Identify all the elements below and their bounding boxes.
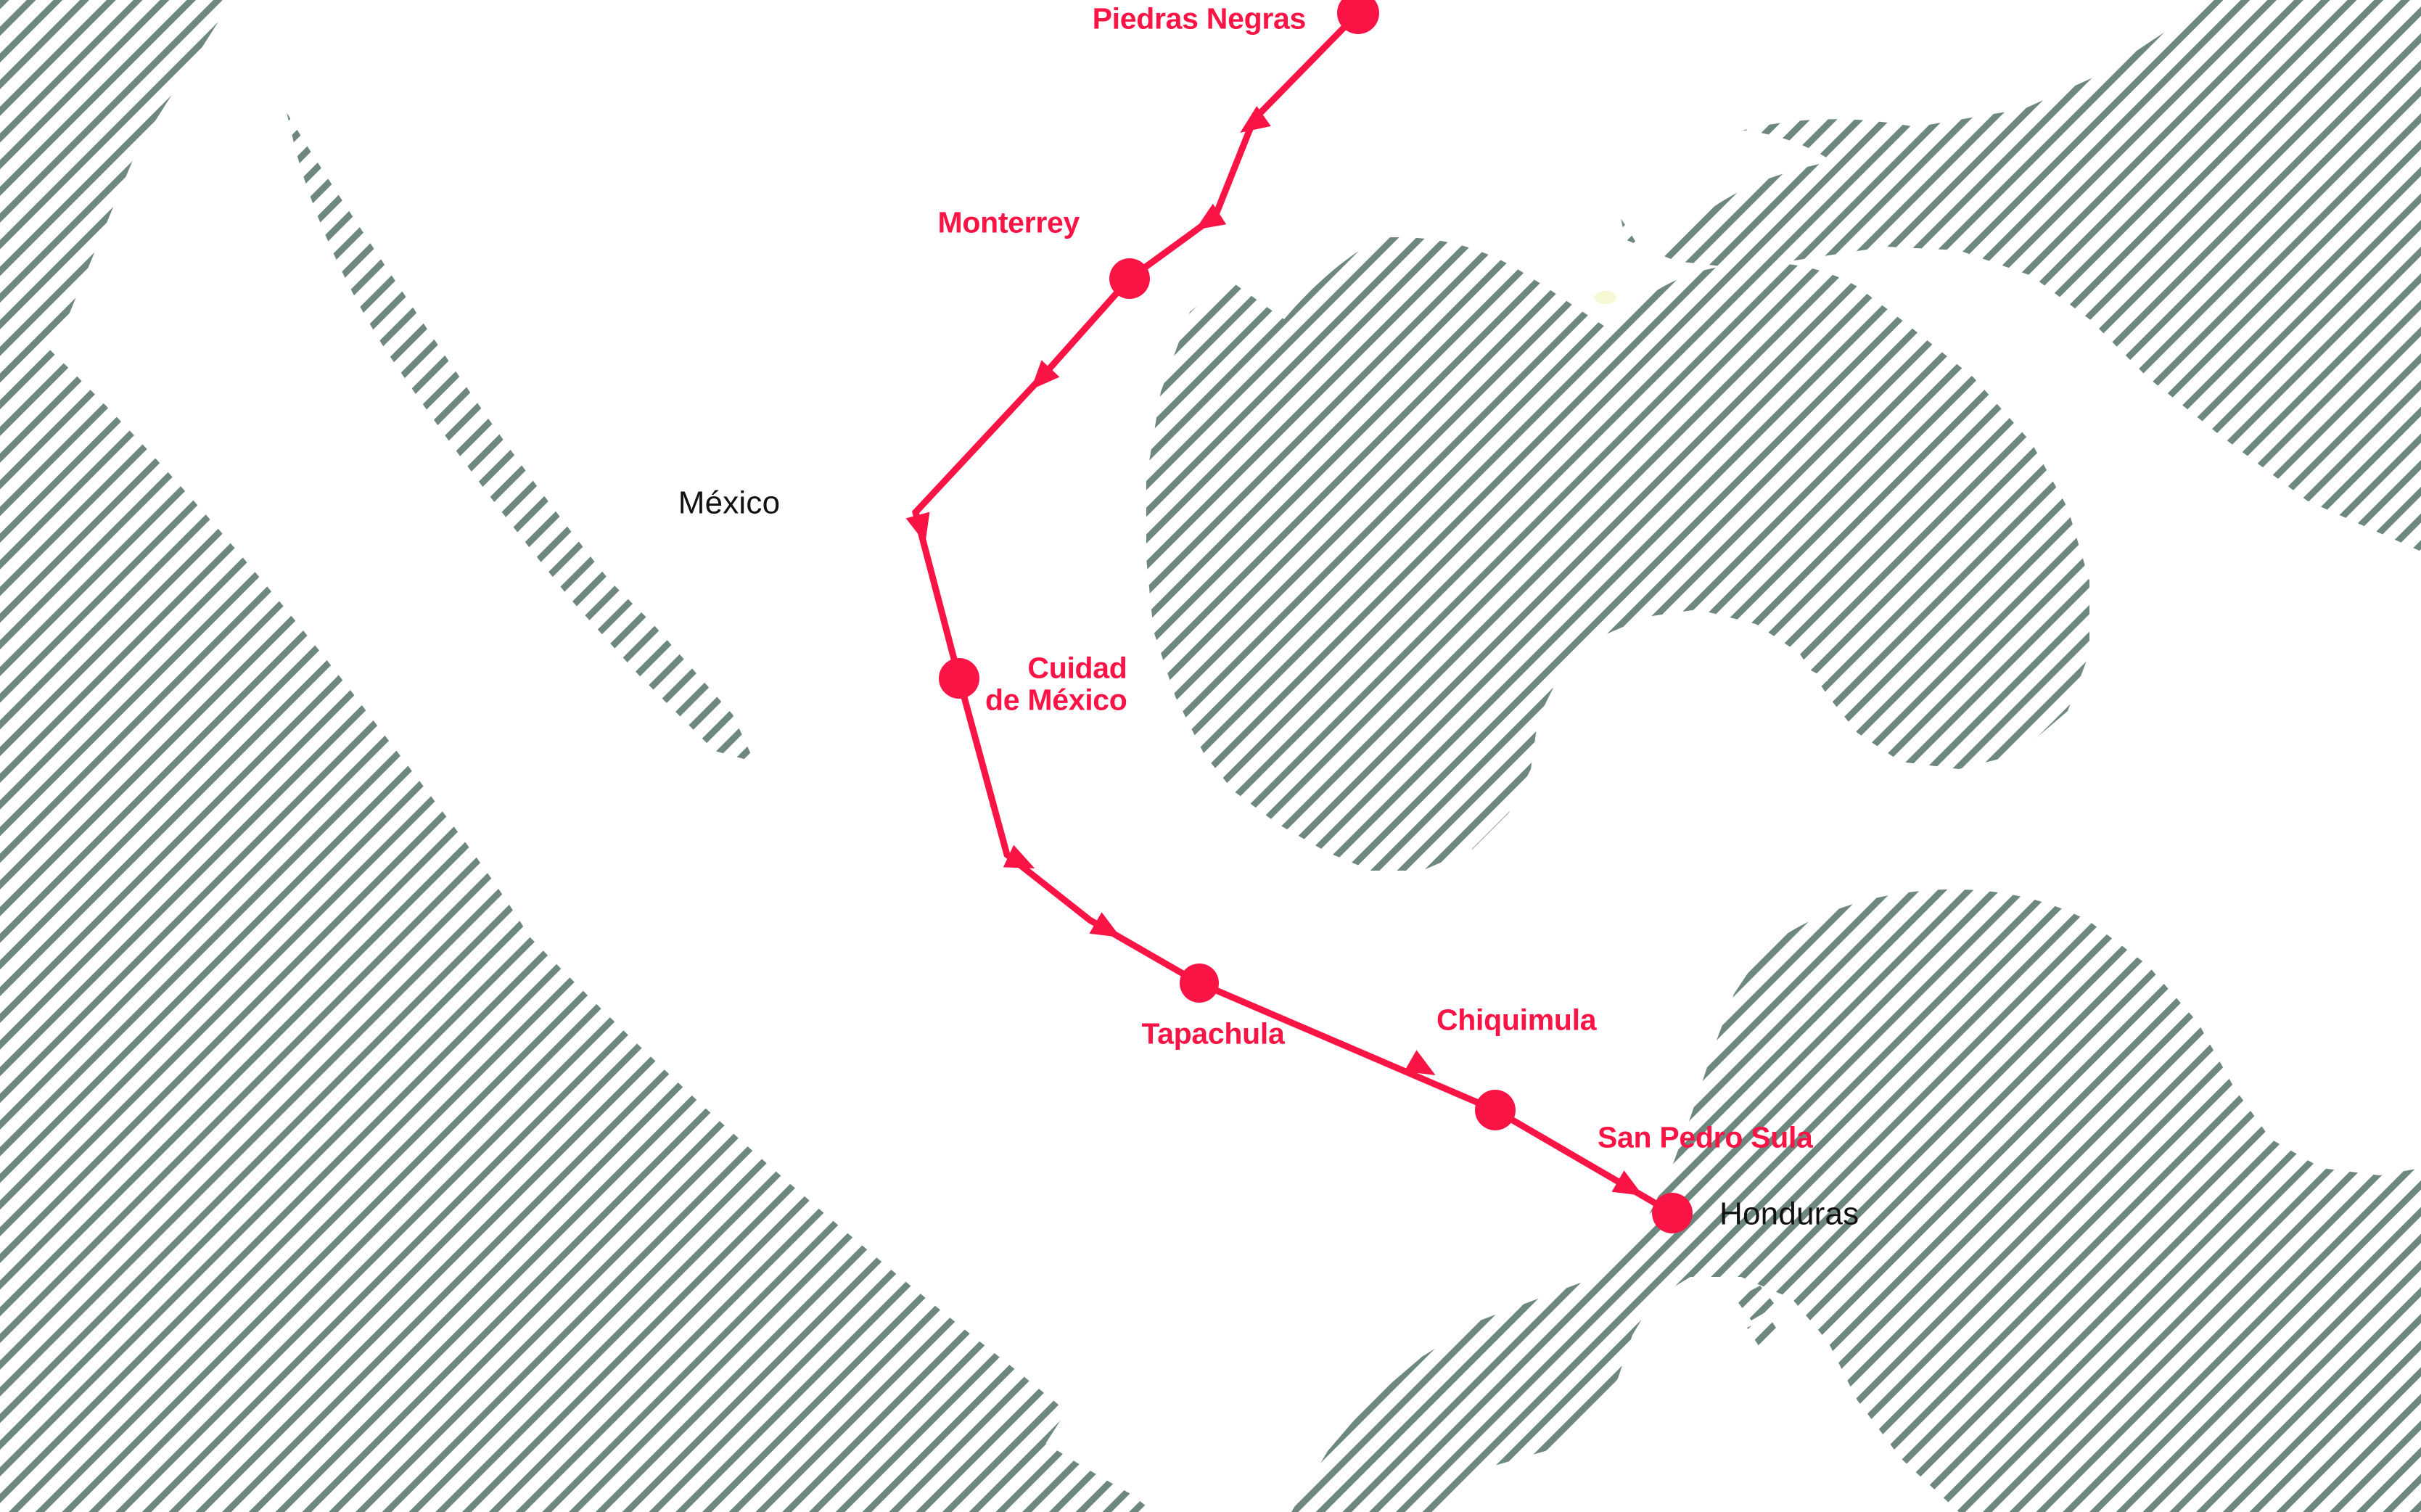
small-yellow-dot [1595,291,1616,304]
route-layer[interactable] [905,9,1676,1217]
land-pacific-coast-wedge [0,341,1066,1512]
land-small-island-a [1735,1286,1776,1320]
land-mexico-pacific-slope [0,0,232,377]
water-bay-campeche [1545,648,1828,847]
land-small-island-b [1747,1317,1782,1348]
route-arrow-2 [1089,912,1121,937]
land-baja-upper [287,112,755,762]
city-dot-cuidad-de-mexico[interactable] [939,658,979,699]
route-arrow-4 [905,511,930,543]
route-arrowheads [905,106,1643,1196]
route-arrow-1 [1404,1050,1436,1075]
route-arrow-3 [1003,845,1035,868]
route-arrow-6 [1195,203,1227,230]
city-dot-san-pedro-sula[interactable] [1652,1193,1693,1233]
city-dot-monterrey[interactable] [1109,258,1150,299]
city-dot-tapachula[interactable] [1180,964,1219,1003]
city-dots-layer[interactable] [939,0,1693,1233]
water-gulf-of-mexico [1197,0,1632,319]
route-arrow-7 [1240,106,1271,133]
land-baja-main [0,305,551,976]
land-central-highlands [1146,237,2089,871]
city-dot-piedras-negras[interactable] [1337,0,1379,34]
water-yucatan-channel [1582,128,1832,266]
migration-route-line[interactable] [912,9,1676,1217]
route-arrow-5 [1030,360,1060,390]
route-arrow-0 [1611,1170,1643,1196]
land-gulf-north [1618,0,2421,551]
city-dot-chiquimula[interactable] [1475,1090,1516,1130]
land-central-america-east [1291,889,2421,1512]
water-carveout-layer [1197,0,1832,847]
